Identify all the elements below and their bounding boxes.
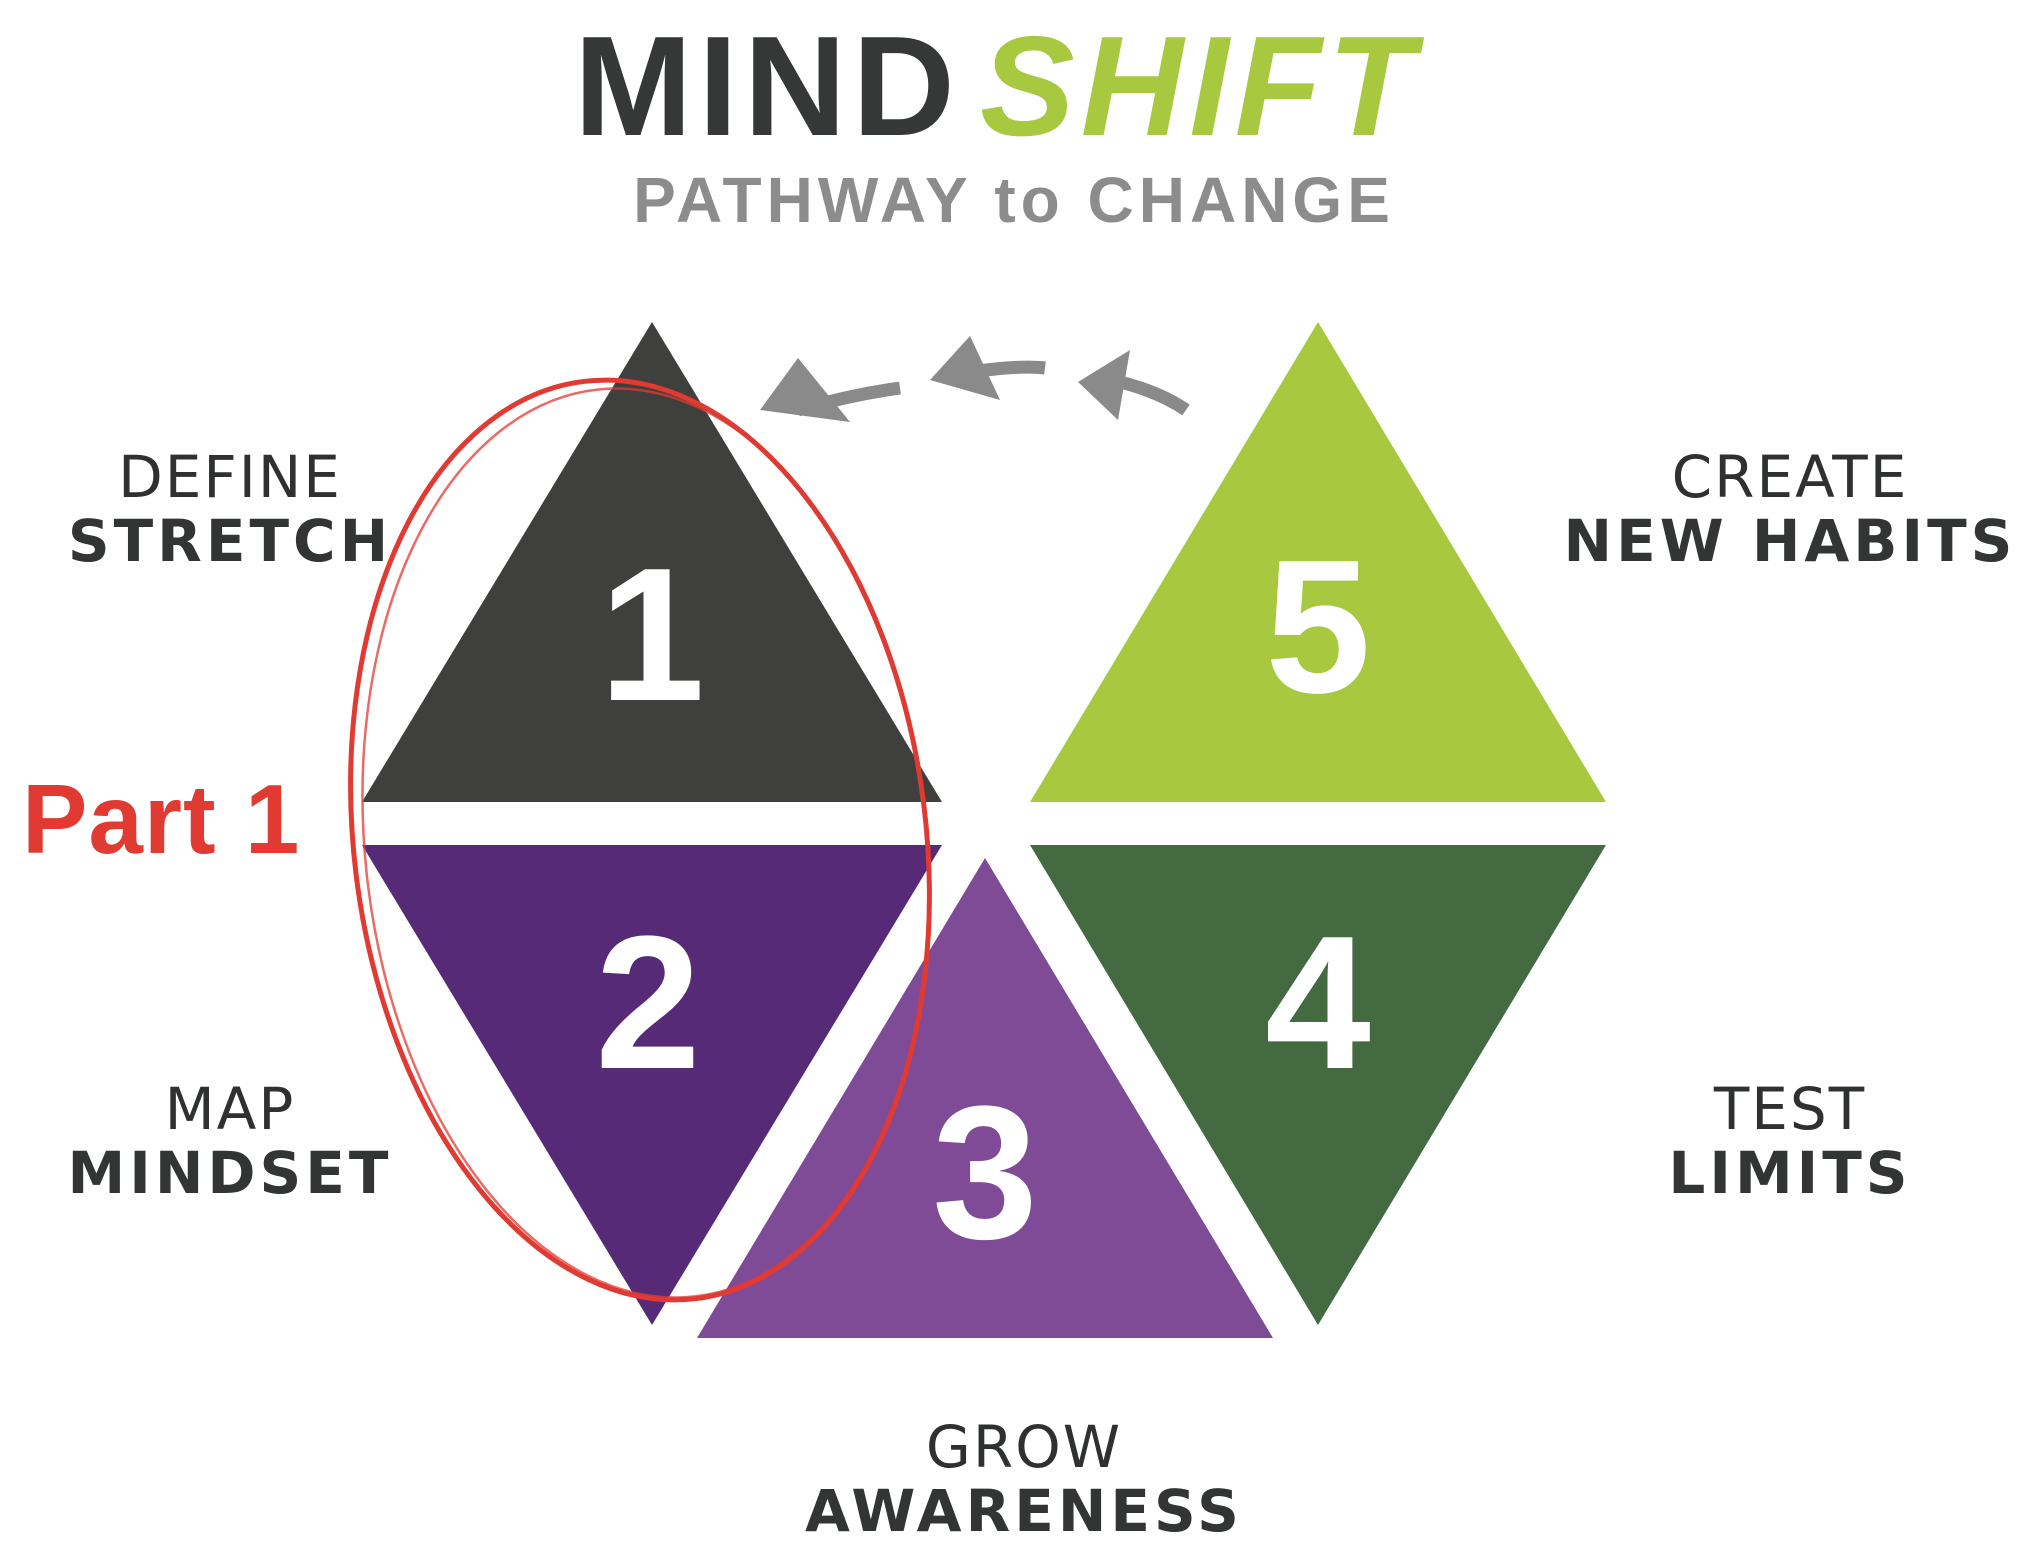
arrows-group	[760, 336, 1190, 422]
title-mind: MIND	[574, 7, 961, 166]
label-create-line1: CREATE	[1671, 443, 1909, 511]
label-define-line1: DEFINE	[118, 443, 342, 511]
label-map-mindset: MAP MINDSET	[60, 1080, 400, 1202]
label-grow-line1: GROW	[925, 1413, 1123, 1481]
triangle-5: 5	[1030, 322, 1606, 802]
label-test-line2: LIMITS	[1668, 1139, 1912, 1207]
arrow-1-icon	[760, 358, 901, 422]
triangle-5-number: 5	[1265, 521, 1371, 733]
label-grow-awareness: GROW AWARENESS	[744, 1418, 1304, 1540]
triangle-5-shape	[1030, 322, 1606, 802]
triangle-4-number: 4	[1265, 897, 1371, 1109]
triangle-2-number: 2	[595, 897, 701, 1109]
label-define-line2: STRETCH	[67, 507, 393, 575]
triangle-3-shape	[697, 858, 1273, 1338]
label-test-limits: TEST LIMITS	[1620, 1080, 1960, 1202]
label-test-line1: TEST	[1713, 1075, 1867, 1143]
arrow-2-icon	[930, 336, 1046, 400]
part-1-highlight-ellipse	[348, 377, 932, 1303]
part-1-label: Part 1	[22, 764, 301, 874]
triangle-3-number: 3	[932, 1067, 1038, 1279]
triangle-1: 1	[362, 322, 942, 802]
label-create-new-habits: CREATE NEW HABITS	[1540, 448, 2028, 570]
triangle-2-shape	[362, 845, 942, 1325]
label-map-line1: MAP	[164, 1075, 296, 1143]
subtitle: PATHWAY to CHANGE	[633, 164, 1395, 236]
triangle-1-number: 1	[599, 529, 705, 741]
triangle-1-shape	[362, 322, 942, 802]
label-grow-line2: AWARENESS	[805, 1477, 1243, 1545]
arrow-3-icon	[1078, 350, 1190, 420]
label-create-line2: NEW HABITS	[1563, 507, 2017, 575]
label-define-stretch: DEFINE STRETCH	[60, 448, 400, 570]
label-map-line2: MINDSET	[67, 1139, 393, 1207]
triangle-3: 3	[697, 858, 1273, 1338]
triangle-4-shape	[1030, 845, 1606, 1325]
title-shift: SHIFT	[980, 7, 1424, 166]
triangle-2: 2	[362, 845, 942, 1325]
triangle-4: 4	[1030, 845, 1606, 1325]
